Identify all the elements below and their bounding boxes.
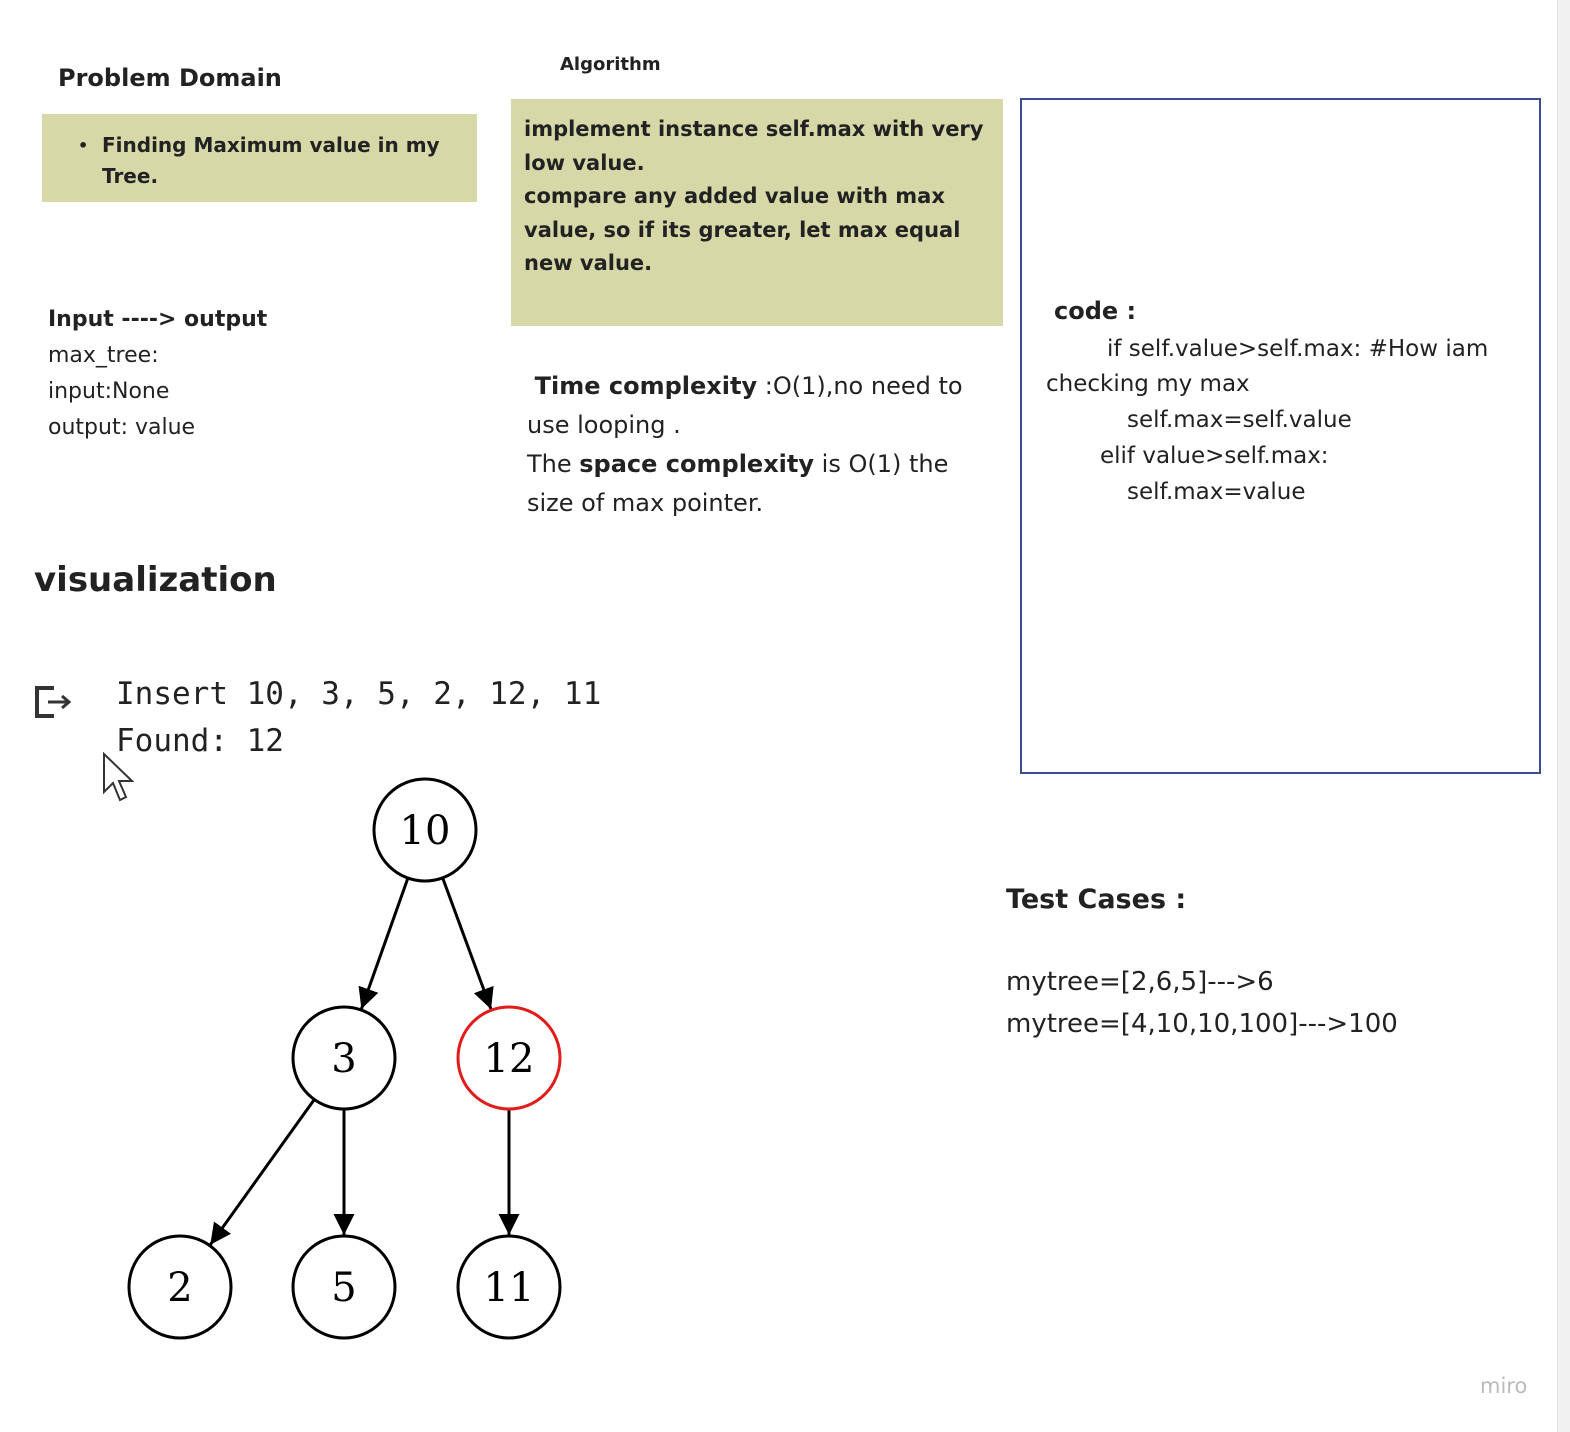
tree-node-circle: [127, 1234, 233, 1340]
tree-diagram: 10 3 12 2 5 11: [127, 777, 562, 1340]
algorithm-sticky-note[interactable]: implement instance self.max with very lo…: [511, 99, 1003, 326]
tree-node-2: 2: [127, 1234, 233, 1340]
time-complexity-text: Time complexity :O(1),no need to use loo…: [527, 367, 987, 445]
code-title: code :: [1054, 297, 1137, 325]
time-complexity-value: :O(1),no need to use looping .: [527, 372, 963, 439]
tree-nodes: 10 3 12 2 5 11: [127, 777, 562, 1340]
input-output-heading: Input ----> output: [48, 307, 268, 332]
tree-edge-arrow: [358, 877, 410, 1010]
test-case-line: mytree=[2,6,5]--->6: [1006, 967, 1274, 997]
algorithm-line: value, so if its greater, let max equal: [524, 217, 961, 242]
problem-domain-title: Problem Domain: [58, 64, 282, 92]
tree-node-label: 3: [331, 1036, 356, 1082]
tree-node-10: 10: [372, 777, 478, 883]
visualization-title: visualization: [34, 560, 277, 600]
algorithm-line: low value.: [524, 150, 645, 175]
algorithm-text: implement instance self.max with very lo…: [524, 113, 992, 281]
algorithm-line: implement instance self.max with very: [524, 117, 984, 141]
tree-node-circle: [456, 1234, 562, 1340]
space-complexity-prefix: The: [527, 450, 580, 478]
space-complexity-text: The space complexity is O(1) the size of…: [527, 445, 987, 523]
tree-node-11: 11: [456, 1234, 562, 1340]
tree-node-label: 10: [400, 808, 451, 854]
miro-logo: miro: [1480, 1374, 1528, 1398]
tree-node-label: 5: [331, 1265, 356, 1311]
tree-node-circle: [291, 1234, 397, 1340]
code-line: if self.value>self.max: #How iam: [1107, 336, 1489, 362]
algorithm-line: compare any added value with max: [524, 184, 945, 208]
tree-node-5: 5: [291, 1234, 397, 1340]
code-line: self.max=value: [1127, 479, 1306, 505]
problem-domain-bullet: Finding Maximum value in my Tree.: [78, 130, 452, 192]
algorithm-line: new value.: [524, 251, 653, 275]
output-icon: [35, 686, 72, 718]
tree-node-label: 2: [167, 1265, 192, 1311]
tree-node-circle: [291, 1005, 397, 1111]
tree-edge-arrow: [441, 877, 494, 1010]
code-frame[interactable]: [1020, 98, 1541, 774]
console-line-insert: Insert 10, 3, 5, 2, 12, 11: [116, 676, 602, 712]
time-complexity-label: Time complexity: [534, 372, 758, 400]
problem-domain-sticky-note[interactable]: Finding Maximum value in my Tree.: [42, 114, 477, 202]
tree-node-label: 12: [484, 1036, 535, 1082]
code-line: self.max=self.value: [1127, 407, 1352, 433]
tree-edges: [209, 877, 520, 1246]
problem-domain-list: Finding Maximum value in my Tree.: [78, 130, 452, 192]
tree-node-circle: [372, 777, 478, 883]
test-case-line: mytree=[4,10,10,100]--->100: [1006, 1009, 1398, 1039]
algorithm-title: Algorithm: [560, 54, 661, 75]
tree-node-circle: [456, 1005, 562, 1111]
code-line: checking my max: [1046, 371, 1250, 397]
tree-edge-arrow: [209, 1098, 316, 1246]
space-complexity-value: is O(1) the size of max pointer.: [527, 450, 949, 517]
code-line: elif value>self.max:: [1100, 443, 1329, 469]
space-complexity-label: space complexity: [579, 450, 815, 478]
console-line-found: Found: 12: [116, 723, 284, 759]
input-output-block: Input ----> output max_tree: input:None …: [48, 302, 267, 446]
tree-node-12: 12: [456, 1005, 562, 1111]
tree-node-3: 3: [291, 1005, 397, 1111]
test-cases-title: Test Cases :: [1006, 884, 1187, 915]
io-line: input:None: [48, 379, 170, 404]
tree-node-label: 11: [484, 1265, 535, 1311]
complexity-block: Time complexity :O(1),no need to use loo…: [527, 367, 987, 523]
mouse-cursor-icon: [103, 752, 135, 802]
scrollbar[interactable]: [1557, 0, 1570, 1432]
io-line: max_tree:: [48, 343, 159, 368]
io-line: output: value: [48, 415, 196, 440]
